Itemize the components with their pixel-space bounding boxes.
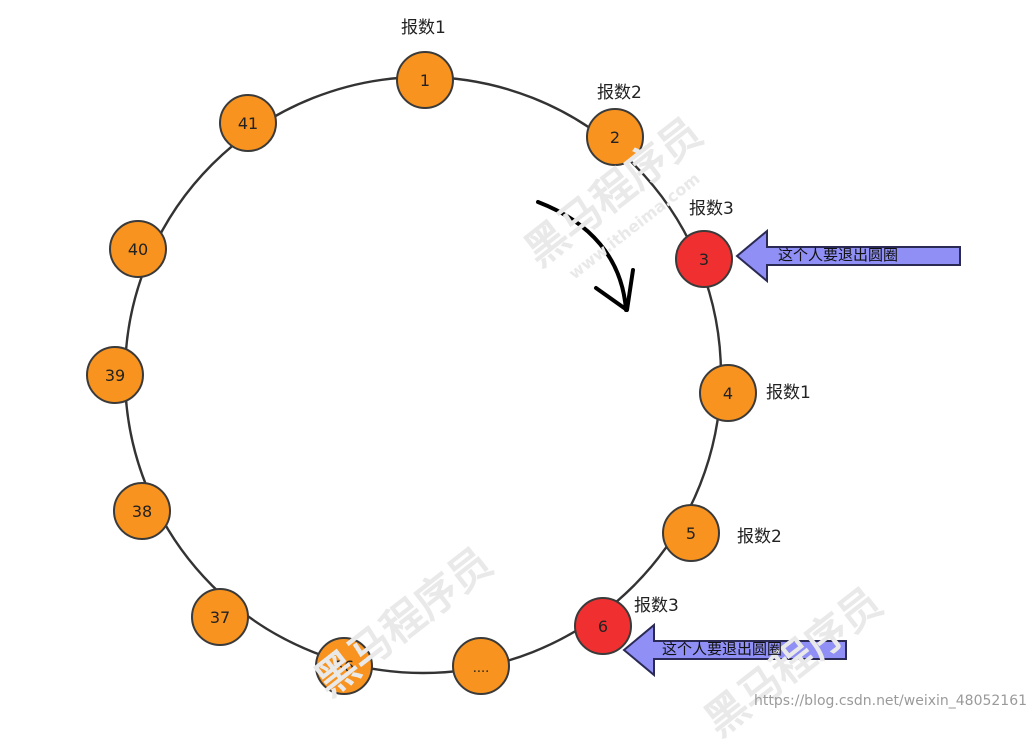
node-n37: 37 [191,588,249,646]
exit-arrow-text-n3: 这个人要退出圆圈 [778,246,899,264]
node-circle [109,220,167,278]
node-n3: 3 [675,230,733,288]
node-label: 36 [334,657,354,676]
node-n39: 39 [86,346,144,404]
node-n5: 5 [662,504,720,562]
count-label-n4: 报数1 [766,383,811,403]
josephus-diagram: 1 2 3 4 5 6.... 36 37 38 39 40 41 [86,51,961,695]
node-circle [574,597,632,655]
node-circle [219,94,277,152]
watermark-url: https://blog.csdn.net/weixin_48052161 [754,693,1028,709]
count-label-n2: 报数2 [597,83,642,103]
node-circle [315,637,373,695]
node-label: 2 [610,128,620,147]
node-circle [586,108,644,166]
count-label-n6: 报数3 [634,596,679,616]
count-label-n1: 报数1 [401,18,446,38]
node-label: 40 [128,240,148,259]
node-label: 39 [105,366,125,385]
node-label: 4 [723,384,733,403]
node-n38: 38 [113,482,171,540]
node-n36: 36 [315,637,373,695]
node-n4: 4 [699,364,757,422]
node-circle [86,346,144,404]
rotation-direction-arrow [536,200,635,312]
exit-arrow-n3 [735,228,961,284]
node-label: .... [473,661,490,676]
node-label: 1 [420,71,430,90]
node-n41: 41 [219,94,277,152]
nodes: 1 2 3 4 5 6.... 36 37 38 39 40 41 [86,51,757,695]
node-label: 5 [686,524,696,543]
node-circle [191,588,249,646]
node-ndots: .... [452,637,510,695]
node-label: 37 [210,608,230,627]
node-n40: 40 [109,220,167,278]
node-circle [699,364,757,422]
node-label: 6 [598,617,608,636]
node-label: 38 [132,502,152,521]
node-n1: 1 [396,51,454,109]
exit-arrow-text-n6: 这个人要退出圆圈 [662,640,783,658]
count-label-n5: 报数2 [737,527,782,547]
node-circle [113,482,171,540]
watermark-brand: 黑马程序员 [305,537,502,706]
node-label: 3 [699,250,709,269]
exit-arrow-n6 [622,622,847,678]
node-circle [675,230,733,288]
exit-arrows [622,228,961,678]
node-label: 41 [238,114,258,133]
node-circle [396,51,454,109]
count-label-n3: 报数3 [689,199,734,219]
watermark-brand: 黑马程序员 [695,577,892,746]
node-n6: 6 [574,597,632,655]
node-circle [452,637,510,695]
node-n2: 2 [586,108,644,166]
node-circle [662,504,720,562]
